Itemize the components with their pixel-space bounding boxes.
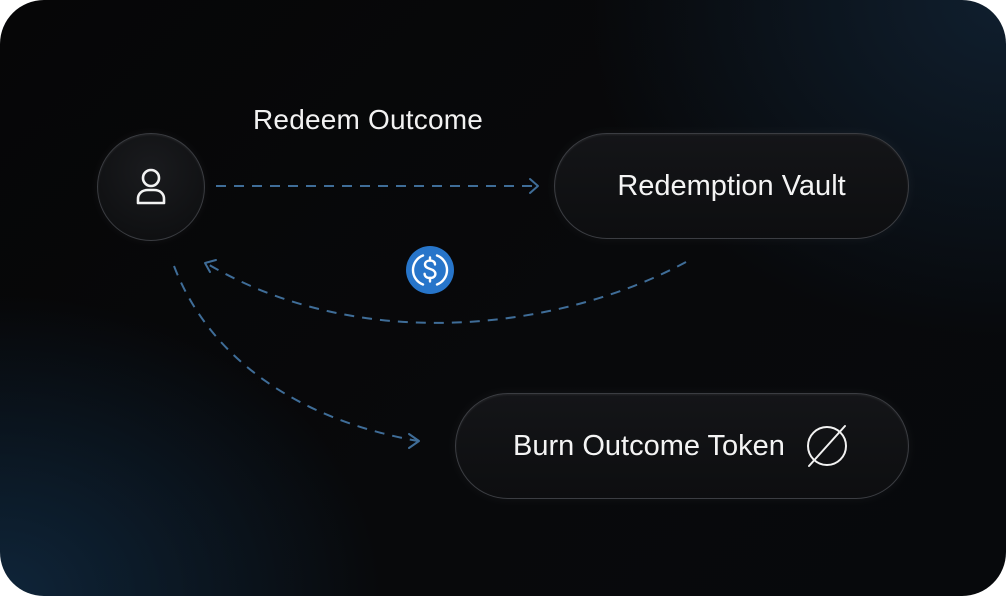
- empty-set-icon: [806, 425, 847, 467]
- user-icon: [136, 168, 166, 205]
- burn-outcome-token-label: Burn Outcome Token: [513, 429, 785, 462]
- burn-arrowhead: [408, 433, 420, 449]
- burn-outcome-token-node: Burn Outcome Token: [455, 393, 909, 499]
- redeem-arrowhead: [529, 178, 539, 194]
- redemption-vault-label: Redemption Vault: [617, 169, 846, 202]
- burn-arrow: [173, 265, 419, 442]
- redeem-outcome-label: Redeem Outcome: [253, 104, 484, 135]
- redemption-vault-node: Redemption Vault: [554, 133, 909, 239]
- return-arrowhead: [204, 259, 217, 273]
- user-node: [97, 133, 205, 241]
- return-arrow: [205, 261, 687, 324]
- usdc-icon: [406, 246, 454, 294]
